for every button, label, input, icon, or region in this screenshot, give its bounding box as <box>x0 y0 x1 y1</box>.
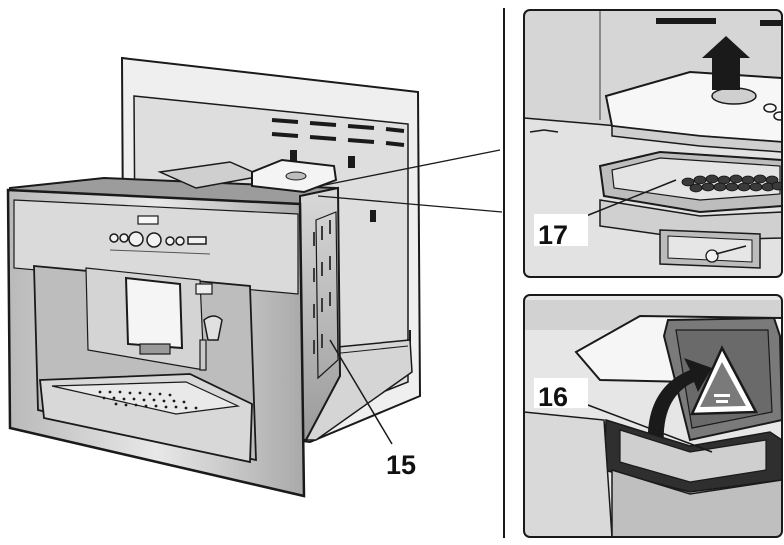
guide-line-lower <box>317 195 503 213</box>
control-buttons <box>109 231 207 248</box>
leader-line-17 <box>585 179 677 217</box>
coffee-beans <box>681 174 782 193</box>
callout-17: 17 <box>538 220 568 250</box>
curved-arrow-icon <box>647 358 712 446</box>
steam-nozzle <box>203 315 223 341</box>
leader-line-16 <box>579 401 713 453</box>
callout-15: 15 <box>386 450 416 480</box>
milk-container <box>124 276 184 350</box>
detail-top-frame <box>523 9 783 278</box>
arrow-up-icon <box>702 36 750 90</box>
drip-grid <box>98 390 198 410</box>
detail-bottom-frame <box>523 294 783 538</box>
detail-bottom: 16 <box>524 295 782 537</box>
display <box>137 215 159 225</box>
detail-top: 17 <box>524 10 782 277</box>
leader-line-15 <box>329 339 393 445</box>
callout-16: 16 <box>538 382 568 412</box>
vent-slots <box>271 118 405 147</box>
main-view: 15 <box>6 56 503 498</box>
guide-line-upper <box>319 149 501 187</box>
